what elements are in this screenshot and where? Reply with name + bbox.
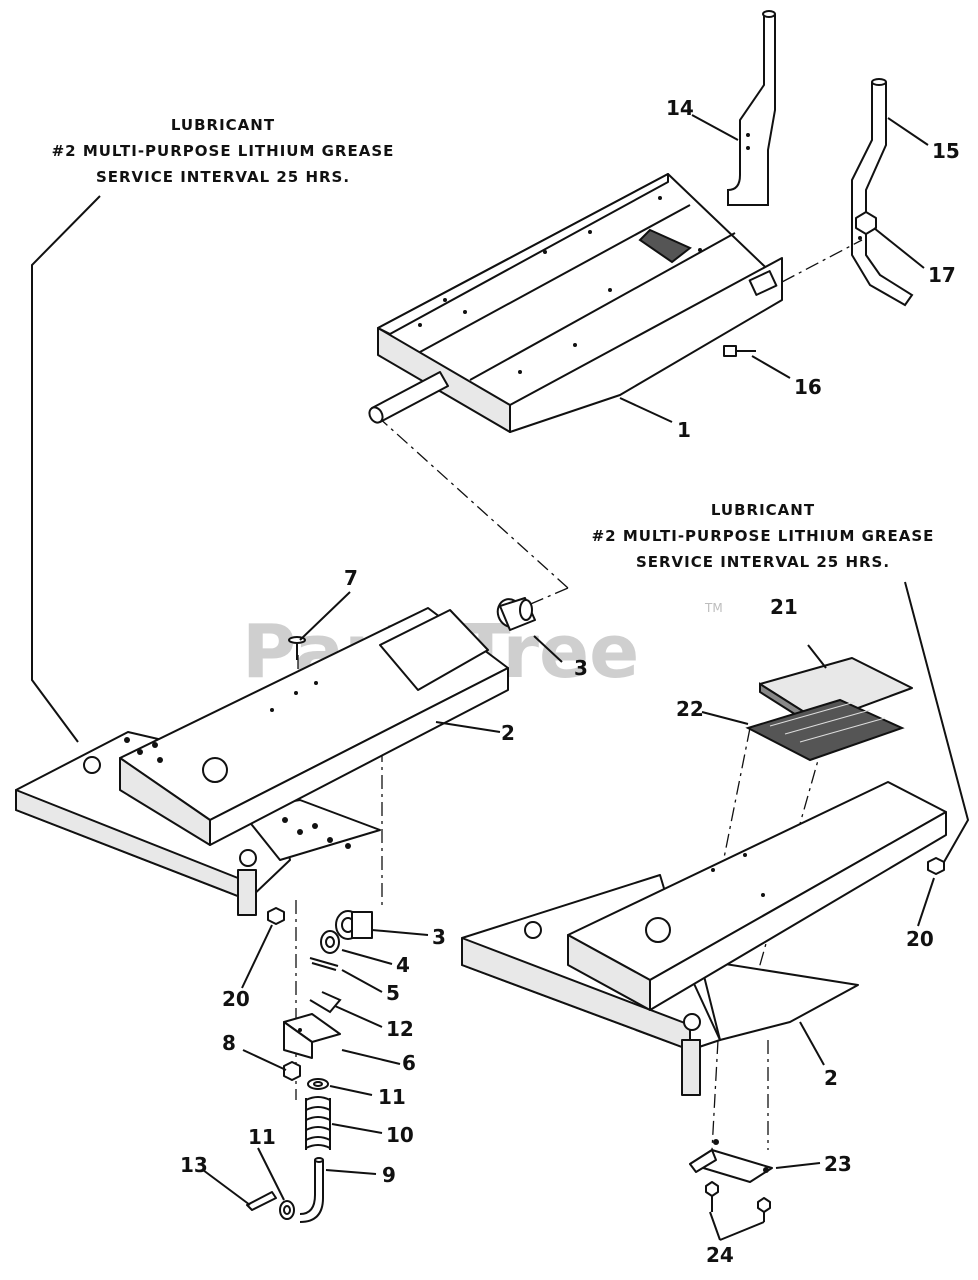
callout-21: 21 [770, 595, 798, 619]
watermark-tm: TM [704, 601, 723, 615]
washer-part-4 [320, 930, 340, 954]
callout-11-upper: 11 [378, 1085, 406, 1109]
callout-23: 23 [824, 1152, 852, 1176]
callout-24: 24 [706, 1243, 734, 1267]
callout-2-right: 2 [824, 1066, 838, 1090]
callout-20-right: 20 [906, 927, 934, 951]
assembly-line [711, 1039, 719, 1151]
callout-8: 8 [222, 1031, 236, 1055]
adjustment-bar-part-14 [727, 10, 776, 206]
spring-part-10 [305, 1096, 331, 1150]
callout-5: 5 [386, 981, 400, 1005]
grease-fitting-part-20-right [927, 857, 945, 875]
bushing-part-3-upper [496, 597, 536, 631]
grease-fitting-part-20-left [267, 907, 285, 925]
j-pin-part-9 [299, 1157, 324, 1223]
callout-3-lower: 3 [432, 925, 446, 949]
callout-10: 10 [386, 1123, 414, 1147]
lubricant-title: LUBRICANT [710, 501, 816, 519]
lubricant-service-interval: SERVICE INTERVAL 25 HRS. [95, 168, 351, 186]
assembly-line [699, 727, 751, 979]
washer-part-11-upper [307, 1078, 329, 1090]
seat-support-left-part-2 [15, 607, 509, 916]
callout-arrows [202, 114, 935, 1241]
bolt-part-16 [723, 345, 756, 357]
nut-part-17 [855, 211, 877, 235]
assembly-line [376, 415, 569, 589]
ribbed-pad-part-22 [745, 698, 905, 762]
callout-11-lower: 11 [248, 1125, 276, 1149]
bolts-part-24 [705, 1181, 771, 1222]
assembly-line [781, 239, 863, 283]
nut-part-8 [283, 1061, 301, 1081]
callout-6: 6 [402, 1051, 416, 1075]
callout-15: 15 [932, 139, 960, 163]
callout-2-left: 2 [501, 721, 515, 745]
lubricant-note-left: LUBRICANT #2 MULTI-PURPOSE LITHIUM GREAS… [28, 112, 418, 190]
lubricant-grease-spec: #2 MULTI-PURPOSE LITHIUM GREASE [591, 527, 935, 545]
bushing-part-3-lower [335, 910, 373, 940]
lubricant-title: LUBRICANT [170, 116, 276, 134]
callout-13: 13 [180, 1153, 208, 1177]
lubricant-leader-left [31, 195, 101, 743]
lubricant-leader-right [904, 581, 970, 863]
bolt-part-7 [288, 636, 306, 660]
seat-pan-part-1 [377, 173, 783, 433]
spring-clip-part-12 [309, 991, 342, 1014]
pivot-rod [368, 371, 449, 424]
callout-9: 9 [382, 1163, 396, 1187]
callout-17: 17 [928, 263, 956, 287]
bracket-part-23 [689, 1139, 773, 1183]
callout-22: 22 [676, 697, 704, 721]
washer-part-11-lower [279, 1200, 295, 1220]
callout-3-upper: 3 [574, 656, 588, 680]
cotter-pin-part-5 [309, 957, 339, 971]
pin-part-13 [246, 1191, 277, 1211]
callout-1: 1 [677, 418, 691, 442]
lubricant-grease-spec: #2 MULTI-PURPOSE LITHIUM GREASE [51, 142, 395, 160]
adjustment-bar-part-15 [851, 78, 914, 307]
callout-12: 12 [386, 1017, 414, 1041]
callout-4: 4 [396, 953, 410, 977]
callout-20-left: 20 [222, 987, 250, 1011]
lubricant-service-interval: SERVICE INTERVAL 25 HRS. [635, 553, 891, 571]
seat-support-right-part-2 [461, 781, 947, 1096]
callout-16: 16 [794, 375, 822, 399]
callout-14: 14 [666, 96, 694, 120]
lubricant-note-right: LUBRICANT #2 MULTI-PURPOSE LITHIUM GREAS… [568, 497, 958, 575]
bracket-part-6 [283, 1013, 341, 1059]
callout-7: 7 [344, 566, 358, 590]
